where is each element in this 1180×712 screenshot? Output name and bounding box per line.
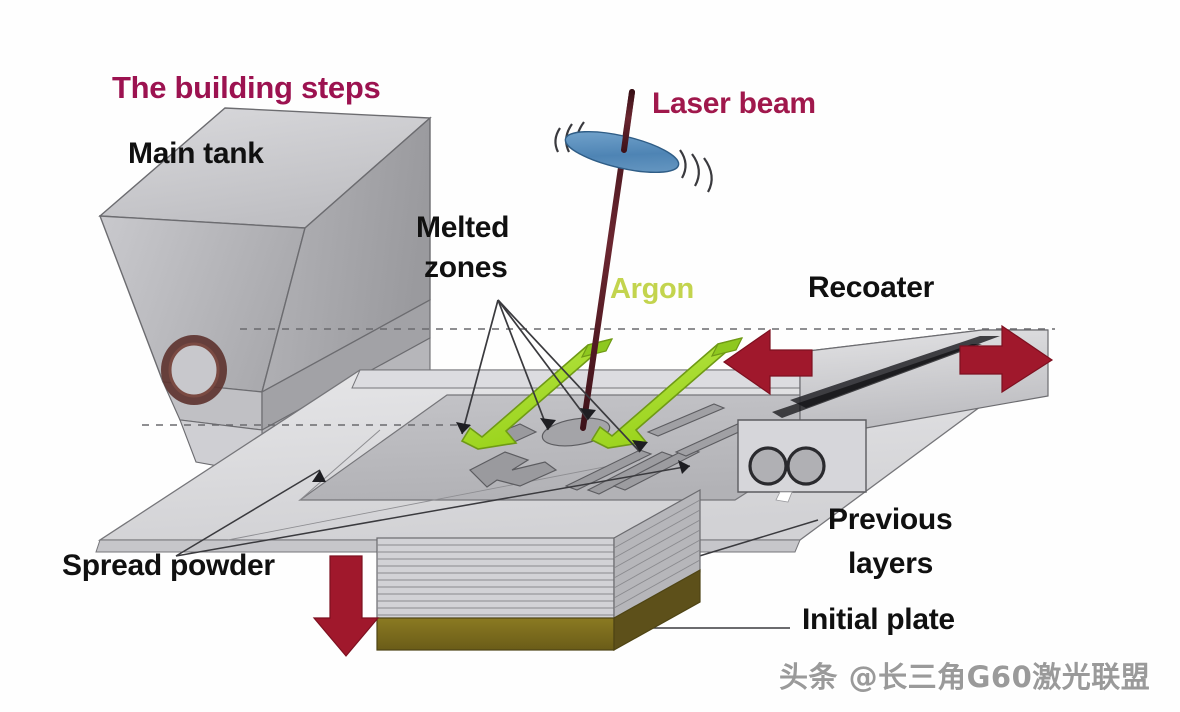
tank-nozzle-icon — [161, 335, 227, 405]
lens-motion-arcs-right — [679, 149, 713, 193]
argon-flow-arrows — [460, 337, 744, 450]
label-laser-beam: Laser beam — [652, 87, 816, 120]
argon-arrow-right — [590, 337, 744, 449]
watermark-text: 头条 @长三角G60激光联盟 — [779, 660, 1151, 694]
recoater-arrow-left — [722, 328, 813, 396]
label-argon: Argon — [610, 273, 694, 305]
reference-dashed-lines — [142, 328, 1055, 426]
label-previous-layers-line2: layers — [848, 547, 933, 580]
build-descend-arrow — [312, 555, 380, 657]
spread-powder-arrowheads — [312, 460, 690, 482]
leader-arrowheads — [456, 408, 648, 452]
laser-beam-shape — [554, 89, 713, 431]
main-tank-shape — [98, 107, 432, 475]
spread-powder-leaders — [175, 465, 691, 557]
build-stack — [376, 488, 701, 652]
recoater-roller-left-icon — [748, 446, 788, 486]
initial-plate-shape — [376, 617, 615, 651]
recoater-roller-right-icon — [786, 446, 826, 486]
recoater-arrow-right — [959, 324, 1054, 394]
leader-lines — [461, 299, 641, 453]
label-melted-zones-line1: Melted — [416, 211, 510, 244]
label-melted-zones-line2: zones — [424, 251, 508, 284]
label-initial-plate: Initial plate — [802, 603, 955, 636]
label-main-tank: Main tank — [128, 137, 264, 170]
figure-title: The building steps — [112, 70, 381, 105]
label-previous-layers-line1: Previous — [828, 503, 953, 536]
recoater-travel-arrows — [722, 324, 1054, 396]
label-spread-powder: Spread powder — [62, 549, 275, 582]
label-recoater: Recoater — [808, 271, 934, 304]
